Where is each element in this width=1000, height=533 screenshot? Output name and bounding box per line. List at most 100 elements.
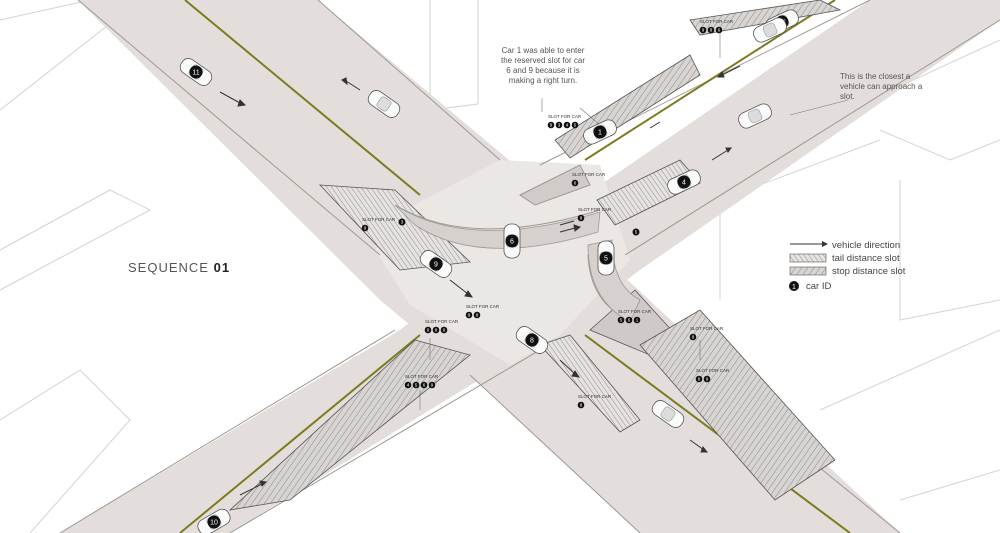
slot-tag-car-badge bbox=[571, 179, 579, 187]
slot-tag-car-badge bbox=[432, 326, 440, 334]
slot-tag-label: SLOT FOR CAR bbox=[572, 172, 606, 177]
slot-tag-car-badge bbox=[424, 326, 432, 334]
slot-tag: SLOT FOR CAR 8 bbox=[577, 207, 612, 222]
slot-tag-label: SLOT FOR CAR bbox=[578, 394, 612, 399]
lane-lines bbox=[179, 0, 851, 533]
slot-tag-car-badge bbox=[633, 316, 641, 324]
slot-tag-car-id: 3 bbox=[558, 123, 561, 128]
slot-tag-label: SLOT FOR CAR bbox=[466, 304, 500, 309]
slot-tag-car-id: 8 bbox=[580, 216, 583, 221]
closest-note-line: slot. bbox=[840, 92, 855, 101]
slot-tag-car-id: 8 bbox=[435, 328, 438, 333]
slot-aux-id: 5 bbox=[635, 230, 638, 235]
slot-tag-label: SLOT FOR CAR bbox=[690, 326, 724, 331]
slot-tag-car-id: 9 bbox=[706, 377, 709, 382]
slot-tag-car-id: 8 bbox=[692, 335, 695, 340]
slot-tag-car-badge bbox=[404, 381, 412, 389]
car-id-label: 9 bbox=[434, 262, 438, 269]
sequence-number: 01 bbox=[213, 260, 231, 275]
car-id-badge bbox=[207, 515, 221, 529]
sequence-title: SEQUENCE 01 bbox=[128, 260, 230, 275]
slot-tag-label: SLOT FOR CAR bbox=[618, 309, 652, 314]
car1-note-line: making a right turn. bbox=[508, 76, 578, 85]
slot-tag-car-badge bbox=[703, 375, 711, 383]
car1-note-line: the reserved slot for car bbox=[500, 56, 586, 65]
slot-tag-car-id: 6 bbox=[423, 383, 426, 388]
slot-tag-label: SLOT FOR CAR bbox=[696, 368, 730, 373]
car bbox=[753, 17, 787, 43]
car-id-label: 10 bbox=[210, 520, 218, 527]
slot-tag-car-id: 9 bbox=[431, 383, 434, 388]
closest-note-line: vehicle can approach a bbox=[840, 82, 923, 91]
car bbox=[367, 90, 401, 118]
slot-tag-car-id: 8 bbox=[476, 313, 479, 318]
slot-tag-car-badge bbox=[715, 26, 723, 34]
slot-tag-label: SLOT FOR CAR bbox=[548, 114, 582, 119]
left-turn-lane bbox=[394, 204, 601, 249]
slot-tag-car-id: 5 bbox=[620, 318, 623, 323]
slot-tag-car-id: 8 bbox=[698, 377, 701, 382]
car-id-label: 1 bbox=[598, 130, 602, 137]
slot-tag-car-badge bbox=[465, 311, 473, 319]
slot-tag-car-badge bbox=[428, 381, 436, 389]
slot-tag-car-badge bbox=[689, 333, 697, 341]
car-id-label: 11 bbox=[192, 70, 199, 77]
slot-tag-car-badge bbox=[577, 401, 585, 409]
car-id-label: 8 bbox=[530, 338, 534, 345]
slot-tag-label: SLOT FOR CAR bbox=[578, 207, 612, 212]
car-id-badge bbox=[525, 333, 539, 347]
slot-tag-car-id: 5 bbox=[574, 123, 577, 128]
slot-tag-car-badge bbox=[695, 375, 703, 383]
slot-tag-car-id: 6 bbox=[718, 28, 721, 33]
slot-tag-car-id: 9 bbox=[443, 328, 446, 333]
slot-tag-car-id: 8 bbox=[710, 28, 713, 33]
car1-annotation: Car 1 was able to enter the reserved slo… bbox=[488, 46, 598, 86]
cars-layer: 111614659810 bbox=[179, 9, 799, 533]
slot-aux-badge bbox=[632, 228, 640, 236]
slot-tag-car-id: 9 bbox=[364, 226, 367, 231]
car-id-label: 5 bbox=[604, 256, 608, 263]
slot-tag-car-badge bbox=[473, 311, 481, 319]
slot-tag-car-id: 6 bbox=[427, 328, 430, 333]
slot-tag-car-badge bbox=[420, 381, 428, 389]
closest-annotation: This is the closest a vehicle can approa… bbox=[840, 72, 940, 102]
slot-tag-car-badge bbox=[577, 214, 585, 222]
car-id-badge bbox=[505, 234, 519, 248]
slot-tag-car-badge bbox=[361, 224, 369, 232]
slot-tag-car-badge bbox=[707, 26, 715, 34]
legend-graphics bbox=[789, 241, 828, 291]
slot-tag-label: SLOT FOR CAR bbox=[405, 374, 439, 379]
slot-tag-car-id: 4 bbox=[407, 383, 410, 388]
legend-car-id: car ID bbox=[806, 281, 831, 292]
sequence-label: SEQUENCE bbox=[128, 260, 209, 275]
slot-tag-car-id: 5 bbox=[415, 383, 418, 388]
slot-tag-car-id: 9 bbox=[468, 313, 471, 318]
slot-aux-id: 3 bbox=[401, 220, 404, 225]
car-id-label: 6 bbox=[510, 239, 514, 246]
car-id-label: 4 bbox=[682, 180, 686, 187]
car bbox=[651, 400, 685, 428]
slot-tag-car-id: 4 bbox=[566, 123, 569, 128]
direction-arrows bbox=[219, 65, 741, 496]
slot-tag-car-badge bbox=[617, 316, 625, 324]
slot-tag-label: SLOT FOR CAR bbox=[700, 19, 734, 24]
slot-tag-car-badge bbox=[563, 121, 571, 129]
slot-tag-car-badge bbox=[571, 121, 579, 129]
car1-note-line: Car 1 was able to enter bbox=[501, 46, 585, 55]
slot-tag-car-id: 1 bbox=[636, 318, 639, 323]
car-id-badge bbox=[599, 251, 613, 265]
slot-tag-car-id: 9 bbox=[702, 28, 705, 33]
slot-aux-badge bbox=[398, 218, 406, 226]
slot-tag-car-id: 8 bbox=[580, 403, 583, 408]
car-id-badge bbox=[677, 175, 691, 189]
